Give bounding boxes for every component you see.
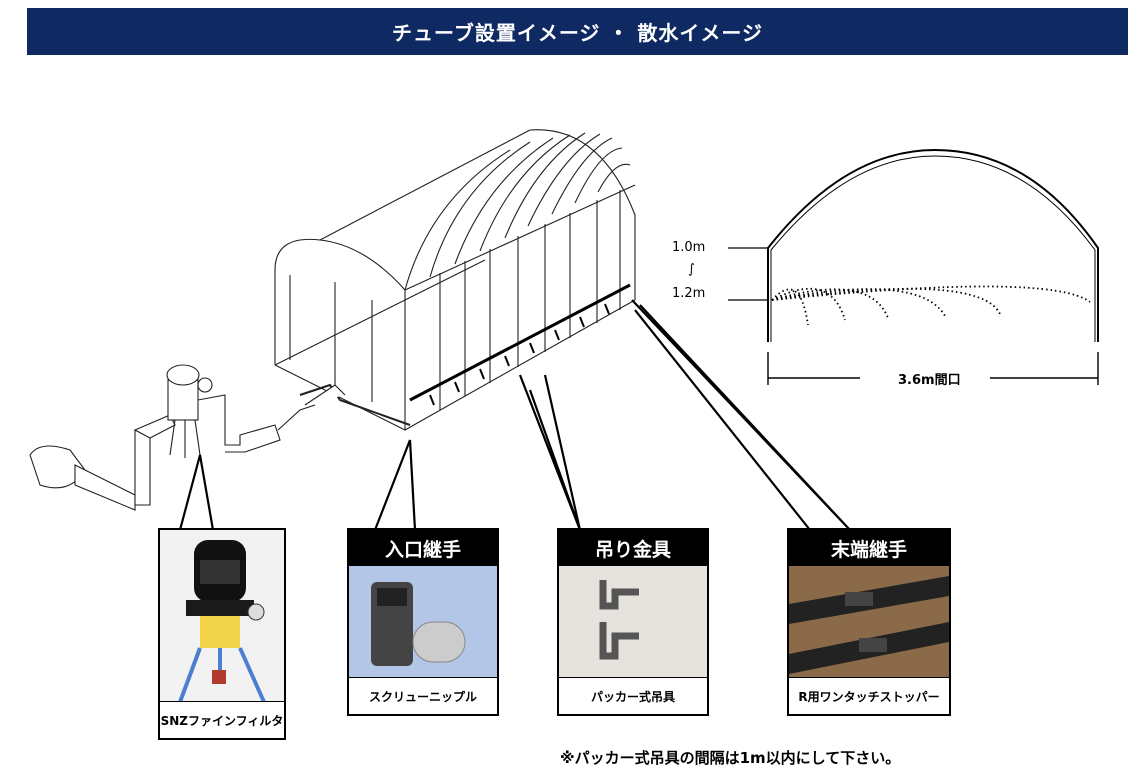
- section-view: [728, 148, 1099, 385]
- filter-caption: SNZファインフィルタ: [160, 701, 284, 738]
- callout-lines: [178, 299, 851, 531]
- height-top-label: 1.0m: [672, 240, 706, 255]
- hanger-heading: 吊り金具: [559, 530, 707, 566]
- title-bar: チューブ設置イメージ ・ 散水イメージ: [27, 8, 1128, 55]
- height-bottom-label: 1.2m: [672, 286, 706, 301]
- inlet-photo: [349, 566, 497, 678]
- height-range-mark: ∫: [688, 262, 695, 277]
- card-hanger: 吊り金具 パッカー式吊具: [557, 528, 709, 716]
- greenhouse-drawing: [274, 129, 636, 431]
- tube-hangers: [429, 303, 610, 406]
- hanger-caption: パッカー式吊具: [559, 677, 707, 714]
- inlet-caption: スクリューニップル: [349, 677, 497, 714]
- inlet-heading: 入口継手: [349, 530, 497, 566]
- width-label: 3.6m間口: [898, 373, 961, 388]
- end-caption: R用ワンタッチストッパー: [789, 677, 949, 714]
- filter-photo: [160, 530, 284, 702]
- pipe-assembly: [29, 364, 346, 511]
- drip-tube: [409, 283, 631, 402]
- card-filter: SNZファインフィルタ: [158, 528, 286, 740]
- card-end: 末端継手 R用ワンタッチストッパー: [787, 528, 951, 716]
- page-title: チューブ設置イメージ ・ 散水イメージ: [392, 21, 763, 45]
- card-inlet: 入口継手 スクリューニップル: [347, 528, 499, 716]
- hanger-photo: [559, 566, 707, 678]
- end-photo: [789, 566, 949, 678]
- end-heading: 末端継手: [789, 530, 949, 566]
- spacing-note: ※パッカー式吊具の間隔は1m以内にして下さい。: [560, 749, 901, 767]
